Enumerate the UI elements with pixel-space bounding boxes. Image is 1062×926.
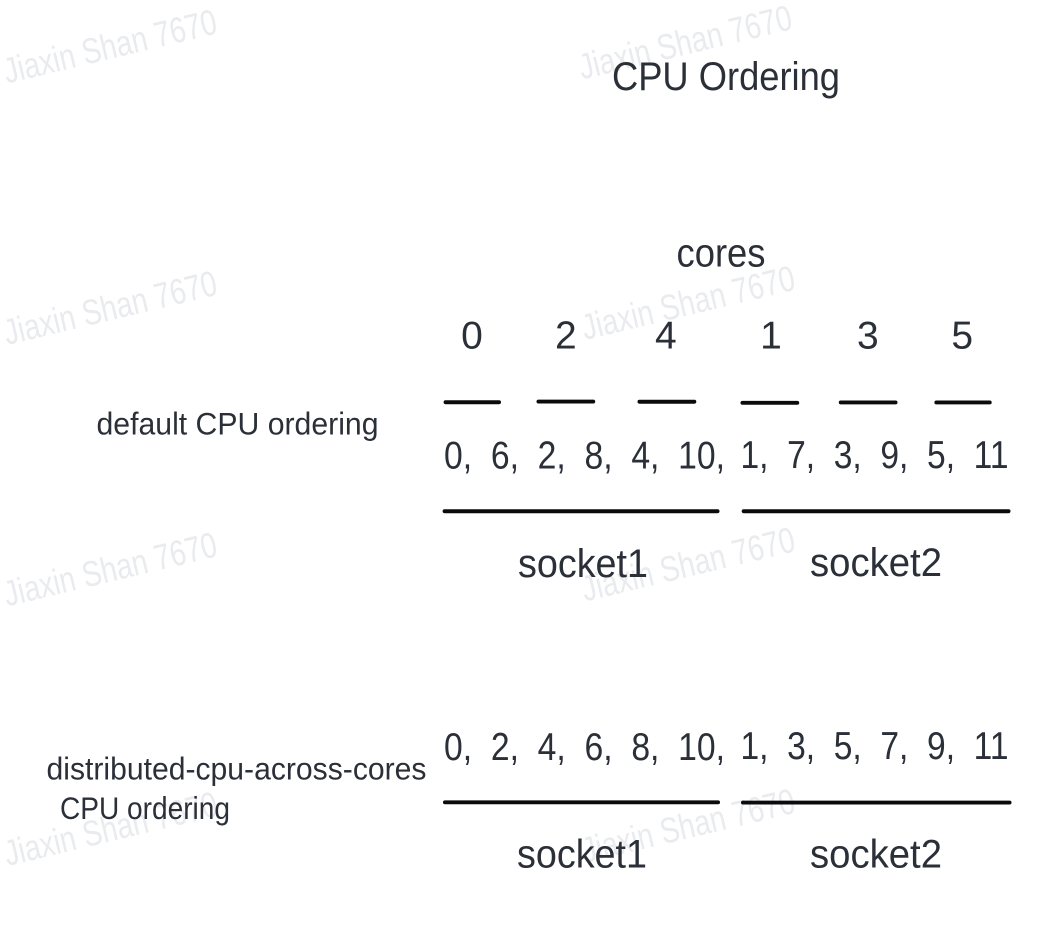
svg-text:1, 7, 3, 9, 5, 11: 1, 7, 3, 9, 5, 11 <box>741 434 1009 477</box>
svg-text:2: 2 <box>555 315 577 358</box>
svg-text:4: 4 <box>655 315 677 358</box>
svg-text:1: 1 <box>760 315 782 358</box>
svg-text:distributed-cpu-across-cores: distributed-cpu-across-cores <box>47 751 427 787</box>
svg-text:socket1: socket1 <box>517 833 647 877</box>
svg-text:0: 0 <box>461 315 483 358</box>
svg-text:default CPU ordering: default CPU ordering <box>97 406 379 442</box>
svg-text:1, 3, 5, 7, 9, 11: 1, 3, 5, 7, 9, 11 <box>741 725 1009 768</box>
svg-text:5: 5 <box>951 315 973 358</box>
svg-text:3: 3 <box>857 315 879 358</box>
svg-text:0, 6, 2, 8, 4, 10,: 0, 6, 2, 8, 4, 10, <box>444 434 725 477</box>
svg-text:socket2: socket2 <box>810 541 942 585</box>
svg-text:CPU Ordering: CPU Ordering <box>612 55 840 99</box>
svg-text:cores: cores <box>677 232 766 276</box>
svg-text:CPU ordering: CPU ordering <box>60 790 230 826</box>
svg-text:socket2: socket2 <box>810 833 942 877</box>
svg-text:socket1: socket1 <box>518 542 648 586</box>
svg-text:0, 2, 4, 6, 8, 10,: 0, 2, 4, 6, 8, 10, <box>444 726 725 769</box>
